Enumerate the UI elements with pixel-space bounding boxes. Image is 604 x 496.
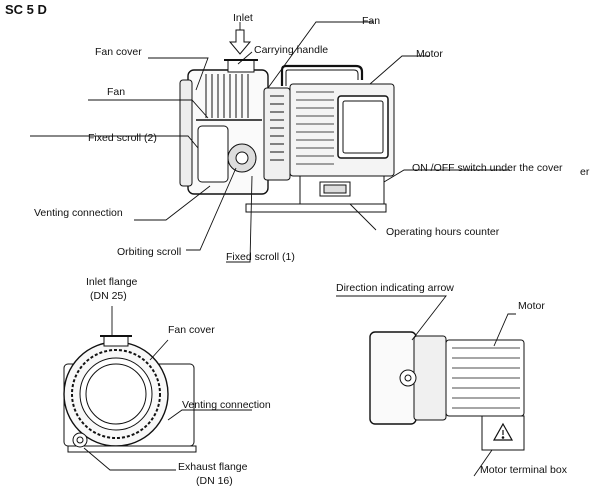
exhaust-flange-shape [72,432,88,448]
page-title: SC 5 D [5,2,47,17]
label-venting-connection-front: Venting connection [182,399,271,411]
label-exhaust-flange-size: (DN 16) [196,475,233,487]
label-inlet-flange: Inlet flange [86,276,138,288]
label-motor-terminal-box: Motor terminal box [480,464,567,476]
label-fan-left: Fan [107,86,126,98]
label-inlet-flange-size: (DN 25) [90,290,127,302]
label-fixed-scroll-2: Fixed scroll (2) [88,132,157,144]
label-er: er [580,166,590,178]
pump-side-view [369,331,525,451]
label-fan-cover-front: Fan cover [168,324,215,336]
carrying-handle [280,64,364,86]
label-on-off-switch: ON /OFF switch under the cover [412,162,563,174]
label-fan-cover-top: Fan cover [95,46,142,58]
pump-top-view [179,29,395,213]
pump-front-view [63,335,197,453]
leader-lines-side [336,295,516,477]
label-operating-hours-counter: Operating hours counter [386,226,500,238]
warning-triangle-icon [492,422,514,441]
label-motor-top: Motor [416,48,443,60]
label-carrying-handle: Carrying handle [254,44,329,56]
down-arrow-icon [228,29,252,55]
fan-fins [205,74,249,118]
label-fan-top: Fan [362,15,381,27]
label-direction-arrow: Direction indicating arrow [336,282,454,294]
pump-base [245,203,387,213]
label-inlet: Inlet [233,12,253,24]
label-orbiting-scroll: Orbiting scroll [117,246,182,258]
inlet-flange-shape [103,335,129,347]
label-venting-connection-top: Venting connection [34,207,123,219]
leader-lines-top [30,21,510,263]
label-fixed-scroll-1: Fixed scroll (1) [226,251,295,263]
leader-lines-front [83,306,252,471]
side-fan-hub [399,369,417,387]
label-motor-side: Motor [518,300,545,312]
label-exhaust-flange: Exhaust flange [178,461,248,473]
